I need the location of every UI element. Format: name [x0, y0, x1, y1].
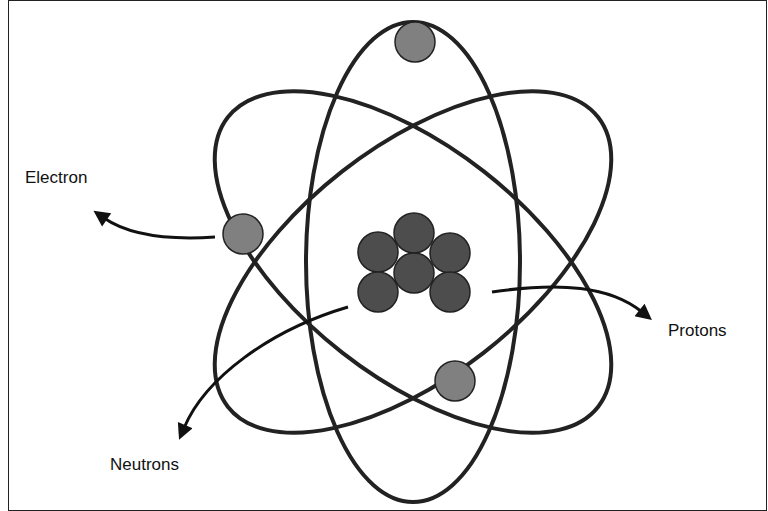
leader-line [492, 287, 642, 312]
frame [9, 1, 767, 511]
electron-dot [435, 361, 475, 401]
orbit [306, 22, 520, 502]
nucleon [358, 232, 398, 272]
leader-line [104, 218, 215, 238]
part-label: Electron [25, 168, 87, 188]
part-label: Neutrons [110, 455, 179, 475]
electron-dot [395, 22, 435, 62]
orbit [157, 27, 669, 498]
nucleon [430, 233, 470, 273]
orbits [157, 22, 669, 502]
part-label: Protons [668, 321, 727, 341]
electrons [223, 22, 475, 401]
nucleon [394, 213, 434, 253]
leader-line [184, 307, 348, 428]
nucleus [358, 213, 470, 312]
nucleon [358, 272, 398, 312]
electron-dot [223, 214, 263, 254]
leader-lines [104, 218, 642, 428]
orbit [157, 27, 669, 498]
nucleon [430, 272, 470, 312]
nucleon [394, 253, 434, 293]
